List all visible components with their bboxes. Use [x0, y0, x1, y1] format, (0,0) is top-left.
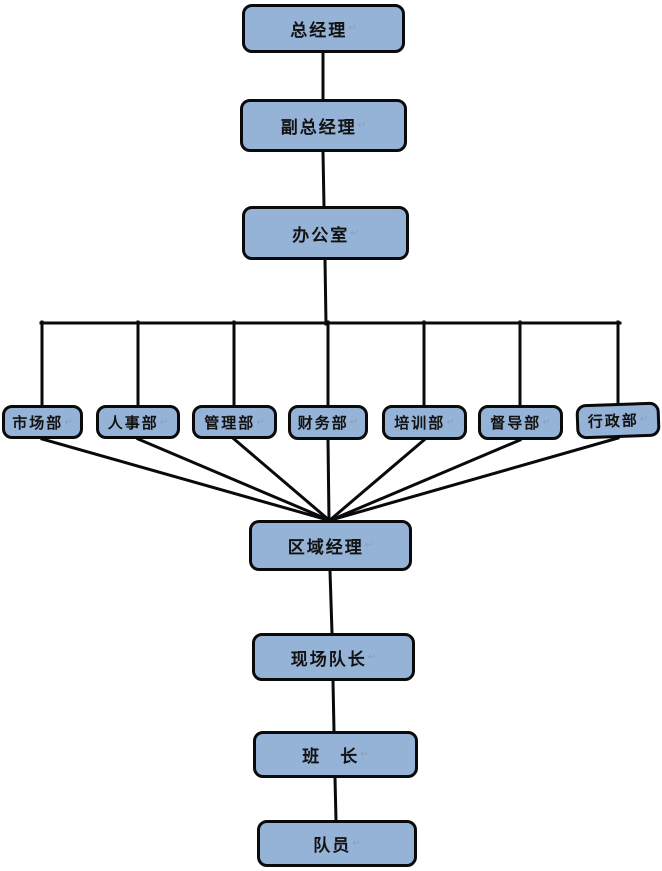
org-node-label: 总经理	[290, 21, 348, 40]
connector-line	[333, 776, 338, 822]
org-node-label: 办公室	[292, 225, 350, 245]
connector-line	[321, 150, 326, 208]
org-node-label: 督导部	[490, 415, 542, 432]
connector-line	[231, 436, 332, 523]
org-node-quyujingli[interactable]: 区域经理↵	[249, 520, 412, 571]
connector-line	[40, 437, 330, 522]
paragraph-mark: ↵	[367, 651, 377, 663]
paragraph-mark: ↵	[639, 413, 649, 426]
org-node-label: 行政部	[587, 412, 640, 432]
org-node-label: 队员	[313, 836, 352, 855]
paragraph-mark: ↵	[357, 120, 367, 131]
paragraph-mark: ↵	[256, 416, 265, 428]
org-node-duiyuan[interactable]: 队员↵	[257, 820, 417, 867]
org-node-banzhang[interactable]: 班 长↵	[253, 731, 418, 778]
org-node-xianchangduizhang[interactable]: 现场队长↵	[252, 633, 415, 681]
paragraph-mark: ↵	[348, 23, 357, 34]
org-node-renshibu[interactable]: 人事部↵	[96, 405, 180, 439]
paragraph-mark: ↵	[64, 416, 73, 428]
org-node-label: 班 长	[302, 747, 360, 766]
org-node-label: 培训部	[394, 415, 446, 432]
org-node-caiwubu[interactable]: 财务部↵	[288, 405, 368, 440]
connector-line	[136, 437, 331, 522]
paragraph-mark: ↵	[542, 417, 551, 428]
org-node-label: 财务部	[297, 415, 349, 432]
connector-line	[327, 437, 427, 523]
connector-line	[329, 436, 620, 522]
org-node-dudaobu[interactable]: 督导部↵	[478, 405, 563, 440]
org-node-shichangbu[interactable]: 市场部↵	[2, 405, 83, 439]
connector-line	[323, 258, 328, 326]
paragraph-mark: ↵	[446, 417, 455, 428]
connector-line	[328, 569, 334, 635]
org-node-label: 区域经理	[287, 538, 364, 557]
org-node-xingzhengbu[interactable]: 行政部↵	[575, 401, 661, 440]
org-node-bangongshi[interactable]: 办公室↵	[242, 206, 409, 260]
org-node-guanlibu[interactable]: 管理部↵	[192, 405, 277, 439]
paragraph-mark: ↵	[159, 416, 169, 428]
connector-line	[326, 438, 331, 522]
org-node-label: 管理部	[204, 414, 256, 432]
paragraph-mark: ↵	[349, 417, 359, 428]
org-node-label: 市场部	[12, 414, 64, 432]
org-node-label: 现场队长	[290, 649, 367, 669]
org-node-fuzongjingli[interactable]: 副总经理↵	[240, 99, 407, 152]
paragraph-mark: ↵	[350, 227, 359, 239]
connector-line	[329, 438, 522, 522]
connector-line	[331, 679, 336, 733]
org-node-label: 副总经理	[280, 118, 357, 137]
paragraph-mark: ↵	[352, 838, 361, 849]
paragraph-mark: ↵	[364, 540, 374, 551]
org-node-zongjingli[interactable]: 总经理↵	[242, 4, 405, 53]
org-node-label: 人事部	[107, 414, 159, 432]
org-node-peixunbu[interactable]: 培训部↵	[382, 405, 467, 440]
paragraph-mark: ↵	[360, 749, 369, 760]
